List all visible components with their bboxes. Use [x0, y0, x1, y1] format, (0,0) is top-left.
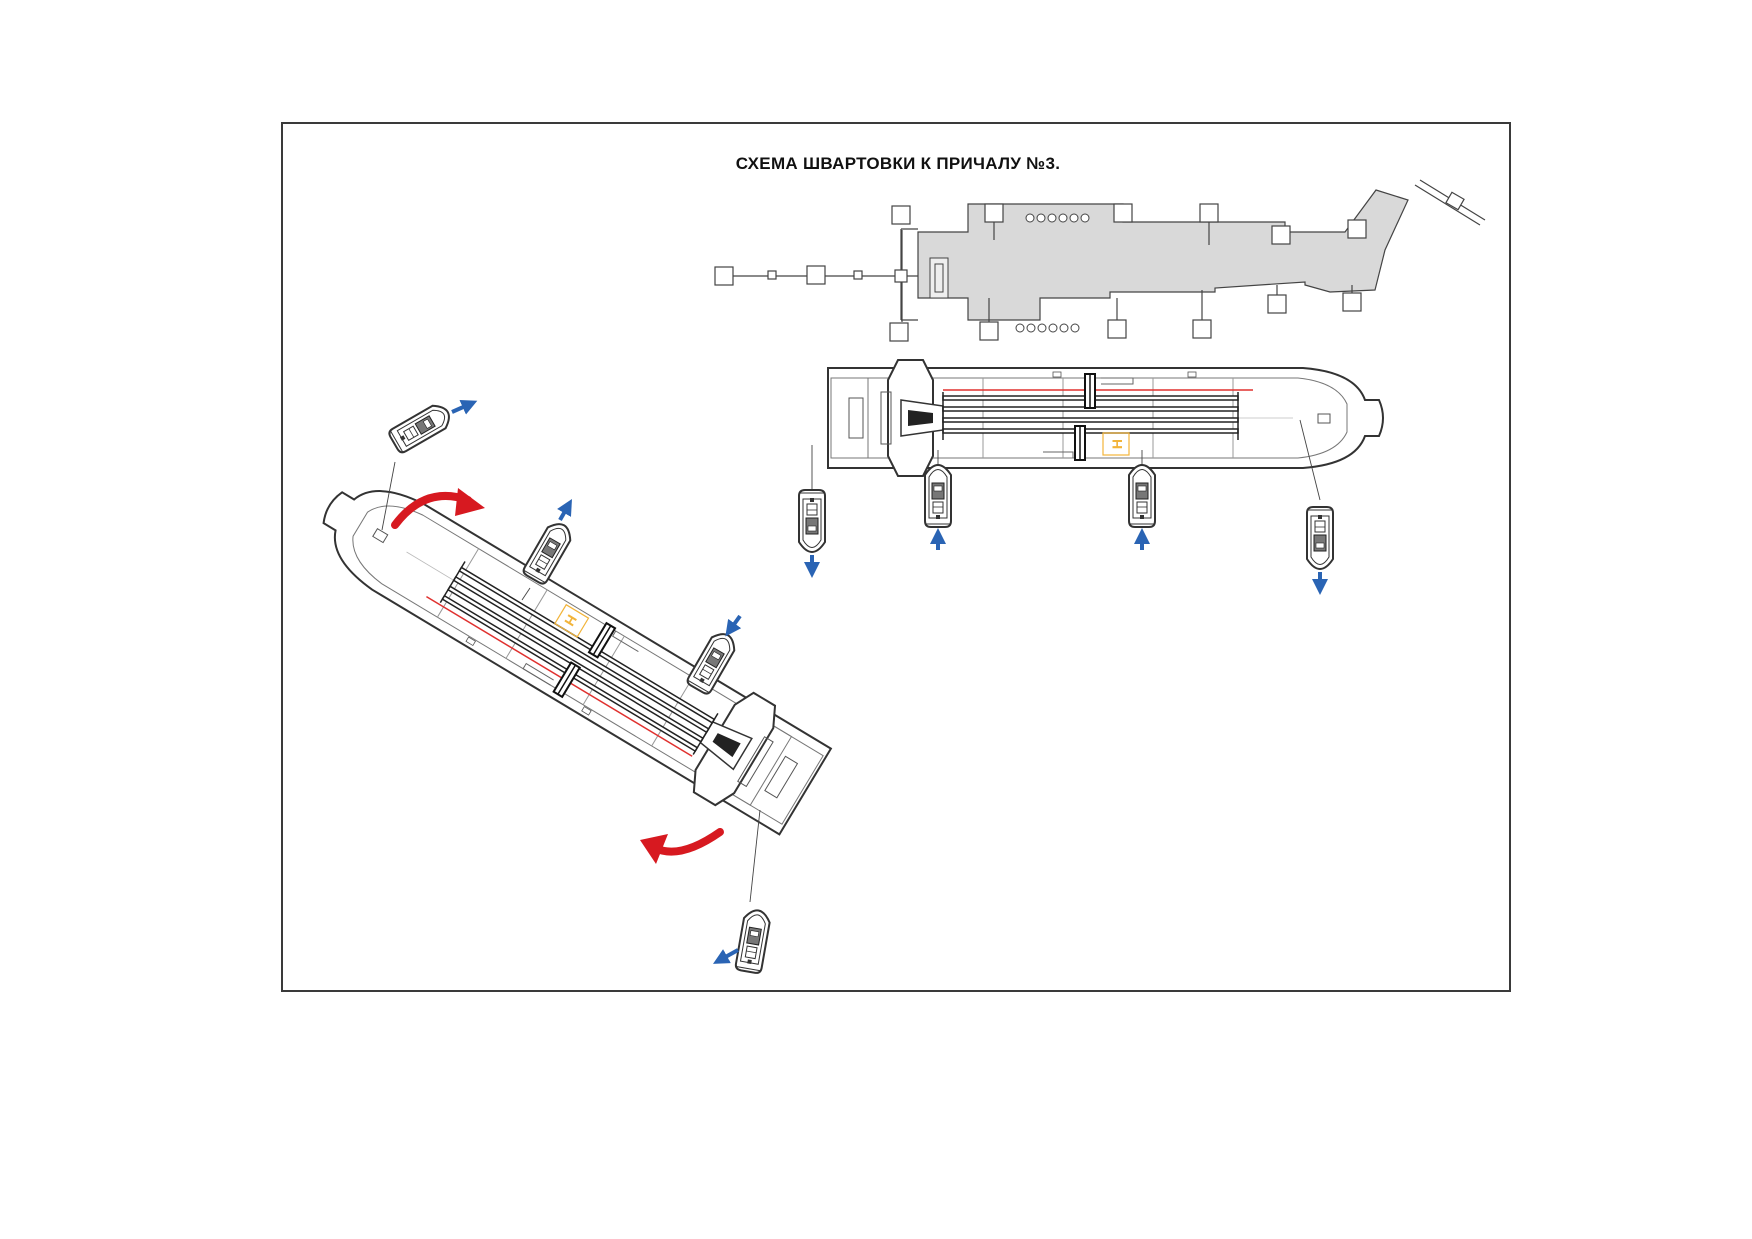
- turning-arrow: [640, 828, 724, 864]
- diagram-frame: СХЕМА ШВАРТОВКИ К ПРИЧАЛУ №3.: [281, 122, 1511, 992]
- tanker-turning: [298, 454, 837, 843]
- pier: [714, 179, 1486, 342]
- tugboat: [733, 907, 773, 975]
- tugboat: [684, 627, 741, 697]
- tugboat: [798, 489, 826, 553]
- tugboat: [386, 399, 456, 456]
- tanker-moored: [827, 359, 1384, 477]
- tugboat: [1128, 464, 1156, 528]
- tugboat: [520, 517, 577, 587]
- turning-arrow: [391, 488, 485, 529]
- tugboat: [1306, 506, 1334, 570]
- diagram-title: СХЕМА ШВАРТОВКИ К ПРИЧАЛУ №3.: [735, 154, 1061, 173]
- tugboat: [924, 464, 952, 528]
